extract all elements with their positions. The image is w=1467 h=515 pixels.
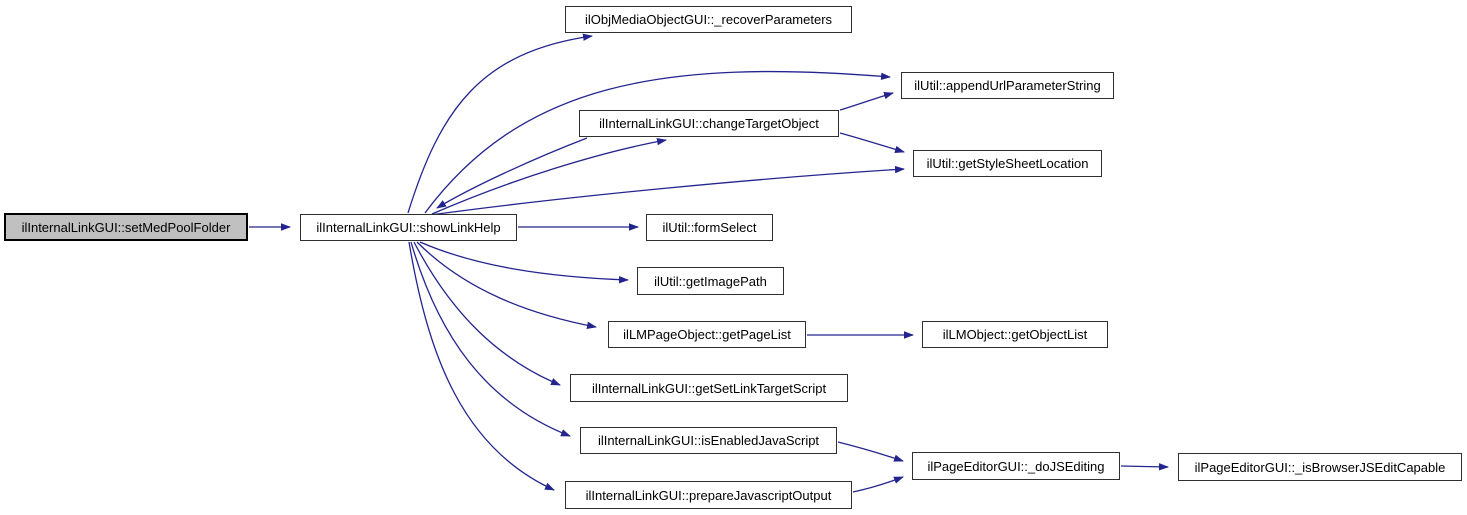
node-isBrowserJSEditCapable[interactable]: ilPageEditorGUI::_isBrowserJSEditCapable bbox=[1178, 453, 1462, 481]
node-formSelect[interactable]: ilUtil::formSelect bbox=[646, 214, 773, 241]
edge-isEnabledJavaScript-to-doJSEditing bbox=[837, 441, 904, 462]
node-getPageList[interactable]: ilLMPageObject::getPageList bbox=[608, 321, 806, 348]
edge-changeTargetObject-to-showLinkHelp bbox=[436, 137, 588, 209]
node-getSetLinkTargetScript[interactable]: ilInternalLinkGUI::getSetLinkTargetScrip… bbox=[570, 374, 848, 402]
edge-showLinkHelp-to-getSetLinkTargetScript bbox=[413, 241, 561, 386]
node-getObjectList[interactable]: ilLMObject::getObjectList bbox=[922, 321, 1108, 348]
edge-showLinkHelp-to-recoverParameters bbox=[407, 33, 593, 214]
node-showLinkHelp[interactable]: ilInternalLinkGUI::showLinkHelp bbox=[300, 214, 517, 241]
edge-showLinkHelp-to-changeTargetObject bbox=[431, 137, 667, 215]
edge-changeTargetObject-to-appendUrlParameterString bbox=[839, 91, 894, 111]
node-getStyleSheetLocation[interactable]: ilUtil::getStyleSheetLocation bbox=[913, 150, 1102, 177]
node-recoverParameters[interactable]: ilObjMediaObjectGUI::_recoverParameters bbox=[565, 6, 852, 33]
edge-doJSEditing-to-isBrowserJSEditCapable bbox=[1120, 463, 1169, 471]
edge-showLinkHelp-to-prepareJavascriptOutput bbox=[408, 241, 555, 491]
edge-showLinkHelp-to-isEnabledJavaScript bbox=[410, 241, 571, 437]
node-getImagePath[interactable]: ilUtil::getImagePath bbox=[637, 267, 784, 295]
node-isEnabledJavaScript[interactable]: ilInternalLinkGUI::isEnabledJavaScript bbox=[580, 427, 837, 454]
edge-showLinkHelp-to-getPageList bbox=[416, 241, 597, 329]
node-doJSEditing[interactable]: ilPageEditorGUI::_doJSEditing bbox=[912, 452, 1120, 480]
node-prepareJavascriptOutput[interactable]: ilInternalLinkGUI::prepareJavascriptOutp… bbox=[565, 481, 852, 509]
node-appendUrlParameterString[interactable]: ilUtil::appendUrlParameterString bbox=[901, 72, 1114, 99]
edge-showLinkHelp-to-getStyleSheetLocation bbox=[429, 165, 905, 216]
edge-changeTargetObject-to-getStyleSheetLocation bbox=[839, 132, 905, 153]
edge-prepareJavascriptOutput-to-doJSEditing bbox=[852, 476, 904, 493]
edge-showLinkHelp-to-appendUrlParameterString bbox=[424, 70, 891, 214]
node-changeTargetObject[interactable]: ilInternalLinkGUI::changeTargetObject bbox=[579, 110, 839, 137]
node-setMedPoolFolder[interactable]: ilInternalLinkGUI::setMedPoolFolder bbox=[4, 213, 248, 241]
edge-showLinkHelp-to-getImagePath bbox=[419, 241, 629, 284]
